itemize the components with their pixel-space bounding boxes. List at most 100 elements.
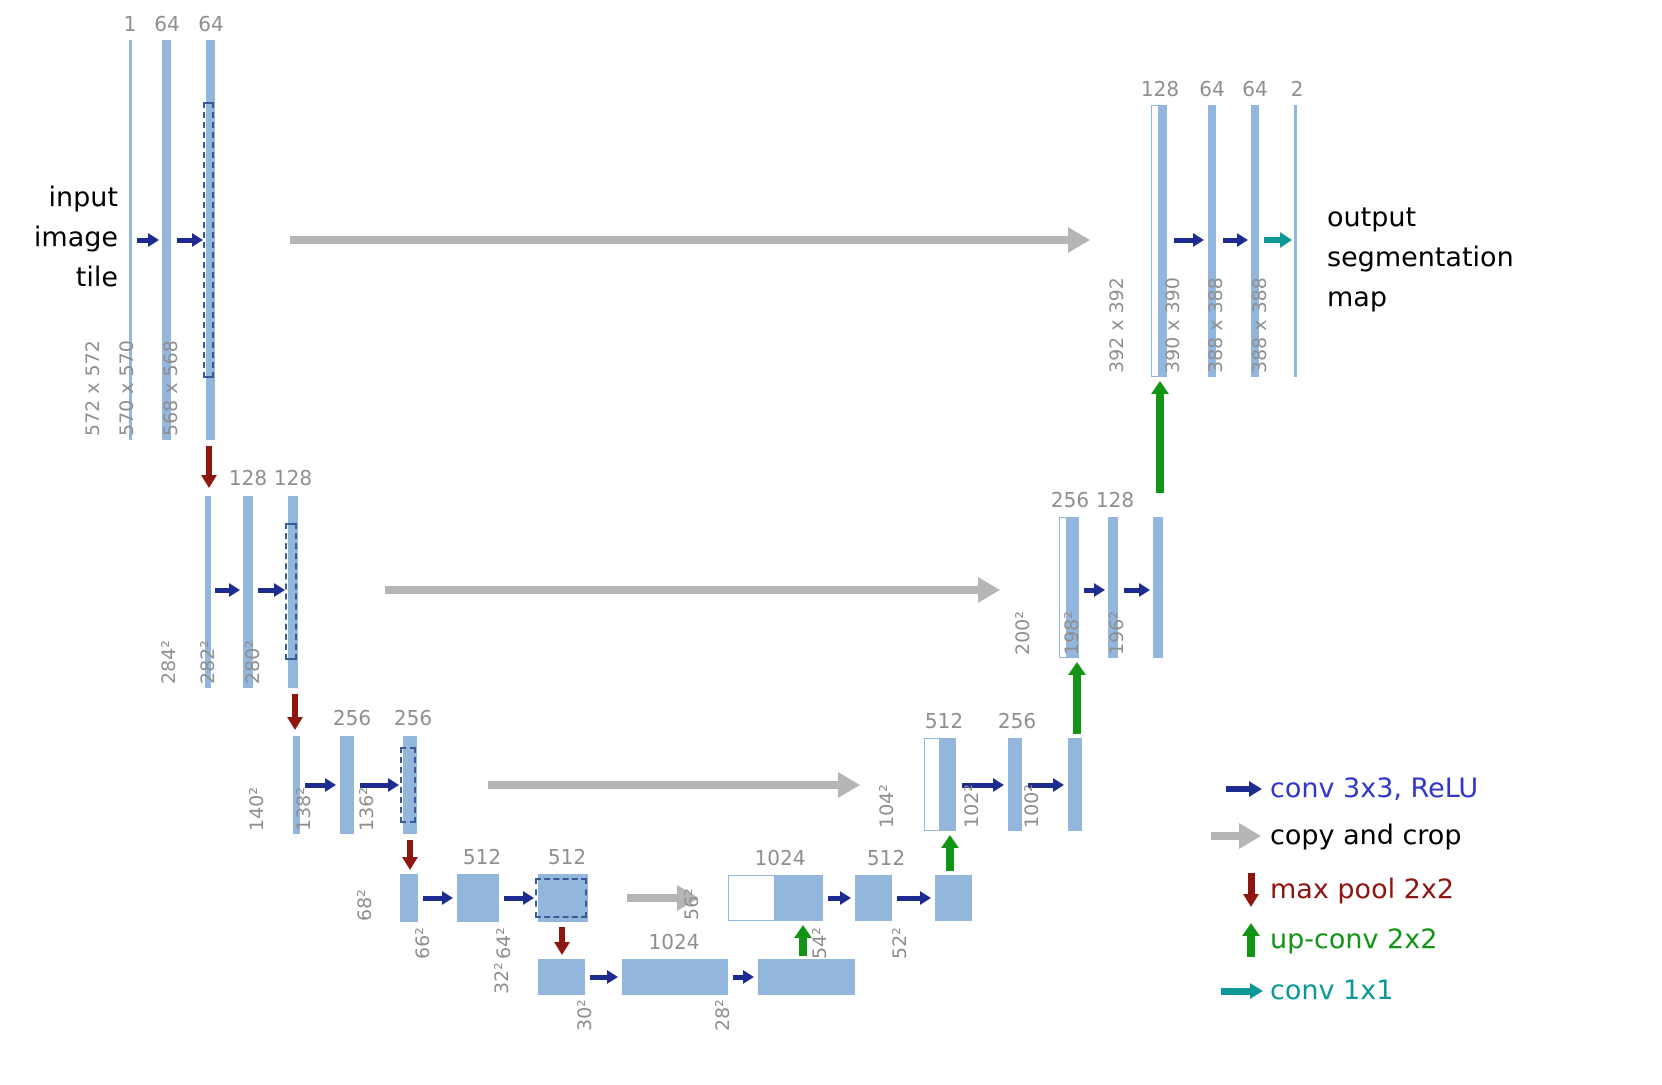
channel-count-label: 128 <box>273 466 313 490</box>
channel-count-label: 512 <box>547 845 587 869</box>
conv3x3-arrow <box>1028 777 1064 793</box>
legend-max-pool-arrow <box>1242 873 1260 907</box>
copy-crop-arrow <box>488 772 860 798</box>
up-conv-arrow <box>794 925 812 956</box>
size-label: 392 x 392 <box>1106 277 1128 373</box>
size-label: 102² <box>961 784 983 828</box>
enc3-conv1-map <box>340 736 354 834</box>
channel-count-label: 512 <box>462 845 502 869</box>
enc2-input-map <box>205 496 211 688</box>
bottleneck-conv2-map <box>758 959 855 995</box>
channel-count-label: 64 <box>1242 77 1268 101</box>
conv3x3-arrow <box>137 232 159 248</box>
up-conv-arrow <box>1151 381 1169 493</box>
size-label: 284² <box>158 640 180 684</box>
size-label: 570 x 570 <box>116 340 138 436</box>
dec3-upconv-map <box>940 738 956 831</box>
enc4-input-map <box>400 874 418 922</box>
size-label: 52² <box>889 927 911 959</box>
output-segmentation-map-caption: output segmentation map <box>1327 202 1514 313</box>
size-label: 30² <box>574 999 596 1031</box>
size-label: 136² <box>356 787 378 831</box>
dec1-upconv-map <box>1159 105 1167 377</box>
dec4-copied-map <box>728 875 775 921</box>
copy-crop-arrow <box>385 577 1000 603</box>
channel-count-label: 1024 <box>648 930 700 954</box>
dec4-conv1-map <box>855 875 892 921</box>
copy-crop-arrow <box>627 885 699 911</box>
enc3-conv2-map-crop-region <box>400 747 416 823</box>
legend-copy-crop-arrow <box>1211 823 1261 849</box>
dec2-conv1-map <box>1108 517 1118 658</box>
enc2-conv2-map-crop-region <box>285 523 297 660</box>
channel-count-label: 64 <box>154 12 180 36</box>
dec4-conv2-map <box>935 875 972 921</box>
channel-count-label: 128 <box>228 466 268 490</box>
dec1-conv1-map <box>1208 105 1216 377</box>
legend-conv3x3-arrow <box>1226 780 1262 798</box>
enc2-conv1-map <box>243 496 253 688</box>
legend-label-copy: copy and crop <box>1270 820 1462 851</box>
channel-count-label: 256 <box>332 706 372 730</box>
size-label: 140² <box>246 787 268 831</box>
size-label: 68² <box>354 889 376 921</box>
dec1-conv2-map <box>1251 105 1259 377</box>
conv3x3-arrow <box>828 890 851 906</box>
legend-label-upconv: up-conv 2x2 <box>1270 924 1438 955</box>
size-label: 280² <box>242 640 264 684</box>
size-label: 390 x 390 <box>1162 277 1184 373</box>
size-label: 198² <box>1061 611 1083 655</box>
conv3x3-arrow <box>1174 232 1204 248</box>
size-label: 32² <box>491 962 513 994</box>
conv3x3-arrow <box>1124 582 1150 598</box>
channel-count-label: 256 <box>997 709 1037 733</box>
enc4-conv2-map <box>538 874 588 922</box>
dec4-upconv-map <box>775 875 823 921</box>
max-pool-arrow <box>553 927 571 955</box>
channel-count-label: 128 <box>1095 488 1135 512</box>
channel-count-label: 1024 <box>754 846 806 870</box>
size-label: 388 x 388 <box>1205 277 1227 373</box>
enc1-conv1-map <box>162 40 171 440</box>
input-image-tile-caption: input image tile <box>33 182 118 293</box>
channel-count-label: 1 <box>123 12 137 36</box>
bottleneck-conv1-map <box>622 959 728 995</box>
conv3x3-arrow <box>177 232 203 248</box>
up-conv-arrow <box>1068 662 1086 734</box>
output-map <box>1294 105 1297 377</box>
legend-conv1x1-arrow <box>1221 982 1263 1000</box>
enc3-input-map <box>293 736 300 834</box>
size-label: 66² <box>412 927 434 959</box>
channel-count-label: 512 <box>866 846 906 870</box>
legend-up-conv-arrow <box>1242 923 1260 957</box>
conv3x3-arrow <box>305 777 336 793</box>
size-label: 568 x 568 <box>160 340 182 436</box>
enc4-conv2-map-crop-region <box>535 878 587 918</box>
enc2-conv2-map <box>288 496 298 688</box>
channel-count-label: 64 <box>198 12 224 36</box>
legend-label-pool: max pool 2x2 <box>1270 874 1455 905</box>
max-pool-arrow <box>401 840 419 870</box>
conv3x3-arrow <box>962 777 1004 793</box>
size-label: 100² <box>1021 784 1043 828</box>
conv3x3-arrow <box>360 777 399 793</box>
conv3x3-arrow <box>733 969 754 985</box>
copy-crop-arrow <box>290 227 1090 253</box>
conv3x3-arrow <box>504 890 534 906</box>
size-label: 282² <box>197 640 219 684</box>
size-label: 196² <box>1106 611 1128 655</box>
enc1-conv2-map <box>206 40 215 440</box>
max-pool-arrow <box>200 446 218 488</box>
conv1x1-arrow <box>1264 232 1292 248</box>
enc3-conv2-map <box>403 736 417 834</box>
size-label: 64² <box>493 927 515 959</box>
conv3x3-arrow <box>215 582 240 598</box>
dec2-conv2-map <box>1153 517 1163 658</box>
channel-count-label: 128 <box>1140 77 1180 101</box>
dec3-conv2-map <box>1068 738 1082 831</box>
channel-count-label: 512 <box>924 709 964 733</box>
size-label: 28² <box>712 999 734 1031</box>
dec3-conv1-map <box>1008 738 1022 831</box>
max-pool-arrow <box>286 694 304 730</box>
